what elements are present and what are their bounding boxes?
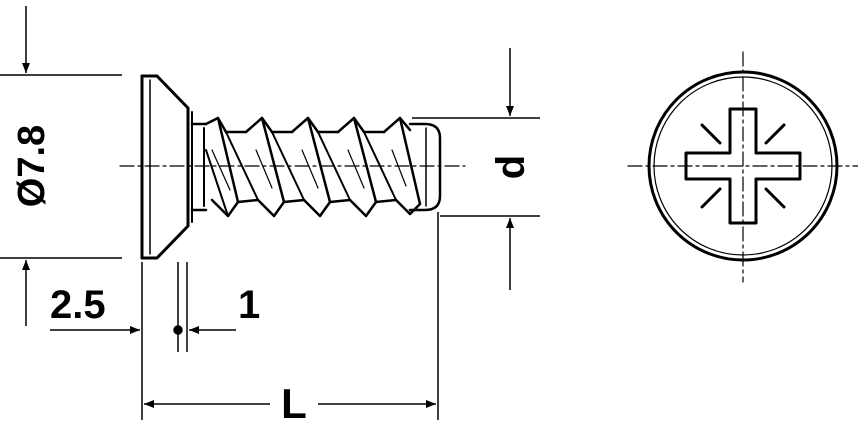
thread-diameter-label: d [489,155,533,179]
length-label: L [281,380,307,425]
pozidriv-head-icon [627,51,858,283]
length-dimension [144,212,439,420]
screw-side-view [119,74,466,260]
gap-label: 1 [238,283,260,327]
screw-head [140,74,193,260]
head-height-dimension [50,262,143,420]
screw-shank [190,122,442,212]
head-diameter-label: Ø7.8 [11,125,53,207]
head-diameter-dimension [0,6,122,326]
screw-thread [204,116,422,218]
head-height-label: 2.5 [50,283,106,327]
gap-dimension [173,262,236,352]
thread-diameter-dimension [412,48,540,290]
